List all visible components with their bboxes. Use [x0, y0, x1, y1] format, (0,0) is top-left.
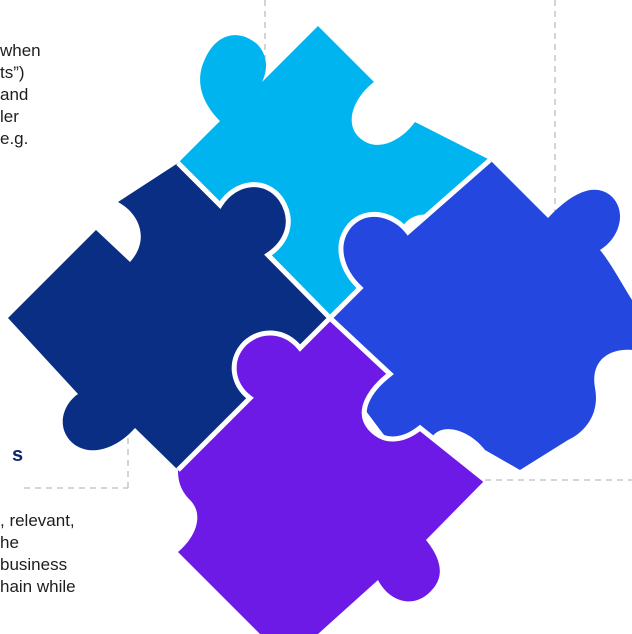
- top-left-text-line-5: e.g.: [0, 129, 29, 148]
- top-left-text-line-4: ler: [0, 107, 19, 126]
- top-left-text-line-1: when: [0, 41, 41, 60]
- bottom-left-heading: s: [12, 444, 24, 466]
- bottom-left-text-line-4: hain while: [0, 577, 76, 596]
- top-left-text-line-2: ts”): [0, 63, 25, 82]
- puzzle-piece-left: [8, 163, 330, 470]
- bottom-left-text-line-1: , relevant,: [0, 511, 75, 530]
- puzzle-piece-bottom: [178, 318, 485, 634]
- puzzle-piece-right: [330, 160, 632, 470]
- bottom-left-text-line-3: business: [0, 555, 68, 574]
- puzzle-piece-top: [178, 26, 490, 320]
- bottom-left-text-line-2: he: [0, 533, 19, 552]
- top-left-text-line-3: and: [0, 85, 29, 104]
- piece-separators: [176, 158, 492, 482]
